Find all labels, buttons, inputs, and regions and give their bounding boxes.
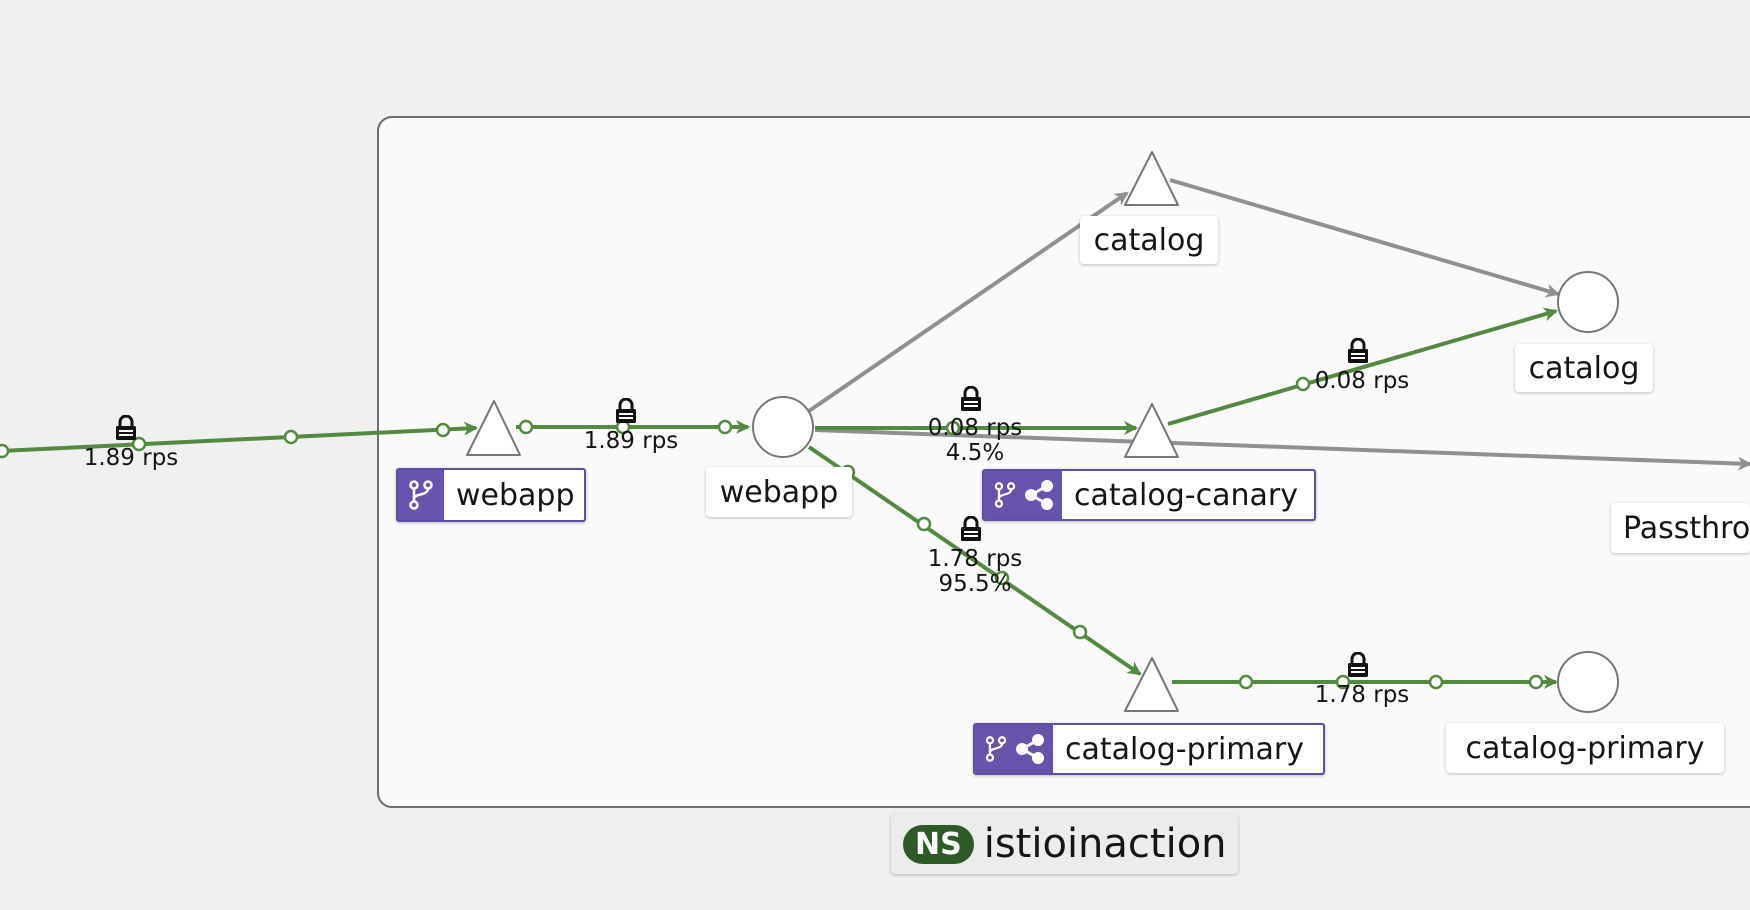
- share-icon: [1016, 734, 1044, 764]
- virtual-service-icon: [985, 736, 1007, 762]
- label-catalog-canary-service[interactable]: catalog-canary: [982, 469, 1316, 521]
- label-text: catalog-primary: [1465, 730, 1705, 766]
- badge-virtual-service: [975, 725, 1053, 773]
- label-text: catalog-primary: [1065, 731, 1304, 767]
- label-catalog-workload[interactable]: catalog: [1515, 344, 1653, 392]
- edge-canary-to-catalog-workload[interactable]: [1167, 307, 1558, 426]
- ns-badge: NS: [903, 824, 974, 864]
- edge-label-webapp-rps: 1.89 rps: [584, 428, 679, 454]
- lock-icon: [114, 415, 138, 441]
- traffic-dots: [0, 376, 1544, 690]
- label-text: catalog-canary: [1074, 477, 1298, 513]
- badge-virtual-service: [984, 471, 1062, 519]
- label-text: catalog: [1528, 350, 1640, 386]
- node-catalog-service[interactable]: [1124, 151, 1179, 206]
- label-catalog-primary-service[interactable]: catalog-primary: [973, 723, 1325, 775]
- node-catalog-canary-service[interactable]: [1124, 403, 1179, 458]
- virtual-service-icon: [994, 482, 1016, 508]
- edge-label-primary-to-workload-rps: 1.78 rps: [1315, 682, 1410, 708]
- edge-label-ingress-rps: 1.89 rps: [84, 445, 179, 471]
- namespace-name: istioinaction: [983, 821, 1227, 867]
- edge-webapp-to-passthrough[interactable]: [814, 428, 1750, 471]
- edge-label-primary-pct: 95.5%: [938, 571, 1011, 597]
- node-catalog-primary-service[interactable]: [1124, 657, 1179, 712]
- edge-label-canary-to-catalog-rps: 0.08 rps: [1315, 368, 1410, 394]
- label-text: Passthro: [1623, 510, 1750, 546]
- label-text: catalog: [1093, 222, 1205, 258]
- edge-label-primary-rps: 1.78 rps: [928, 546, 1023, 572]
- edge-ingress-to-webapp[interactable]: [0, 421, 478, 453]
- node-catalog-workload[interactable]: [1557, 271, 1619, 333]
- node-webapp-workload[interactable]: [752, 396, 814, 458]
- badge-virtual-service: [398, 470, 444, 520]
- virtual-service-icon: [409, 480, 433, 510]
- edge-webapp-to-catalog[interactable]: [807, 191, 1129, 413]
- label-webapp-workload[interactable]: webapp: [706, 467, 852, 517]
- namespace-box: [377, 116, 1750, 808]
- node-webapp-service[interactable]: [466, 400, 521, 456]
- label-catalog-service[interactable]: catalog: [1080, 216, 1218, 264]
- label-text: webapp: [456, 477, 575, 513]
- edge-catalog-to-catalog-workload[interactable]: [1169, 178, 1560, 298]
- edge-label-canary-rps: 0.08 rps: [928, 415, 1023, 441]
- label-text: webapp: [719, 474, 839, 510]
- share-icon: [1025, 480, 1053, 510]
- edge-label-canary-pct: 4.5%: [946, 440, 1004, 466]
- node-catalog-primary-workload[interactable]: [1557, 651, 1619, 713]
- label-passthrough[interactable]: Passthro: [1611, 503, 1750, 553]
- label-webapp-service[interactable]: webapp: [396, 468, 586, 522]
- label-catalog-primary-workload[interactable]: catalog-primary: [1446, 723, 1724, 773]
- namespace-label[interactable]: NS istioinaction: [891, 814, 1238, 874]
